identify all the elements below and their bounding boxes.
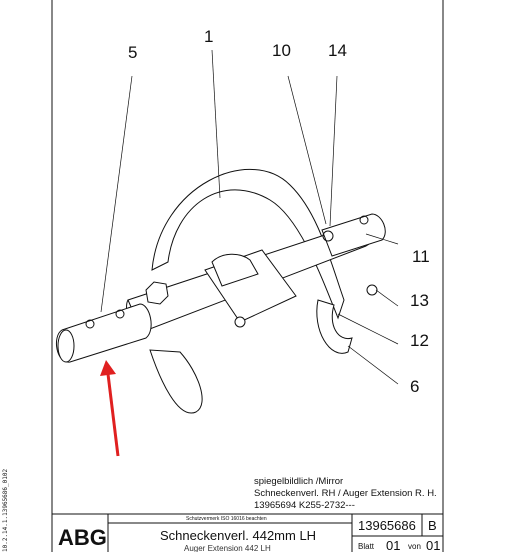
auger-extension-drawing [55,168,386,414]
clamp-top [211,253,259,287]
sheet-label: Blatt [358,542,375,551]
shaft-end-left [55,303,152,363]
part-number: 13965686 [358,518,416,533]
auger-flight [151,168,345,320]
leader-lines [100,49,399,385]
callout-5: 5 [128,43,137,62]
red-indicator-arrow [100,360,120,457]
shaft-end-face [57,329,75,363]
drawing-title-de: Schneckenverl. 442mm LH [160,528,316,543]
callout-11: 11 [412,247,430,266]
company-logo: ABG [58,525,107,550]
right-hole-2 [359,215,369,225]
drawing-frame [51,0,444,552]
auger-flight-lower [316,299,353,354]
callout-14: 14 [328,41,347,60]
revision-letter: B [428,518,437,533]
bolt-head-right [366,284,378,296]
of-label: von [408,542,421,551]
mirror-note-line-3: 13965694 K255-2732--- [254,500,355,511]
callout-1: 1 [204,27,213,46]
callout-10: 10 [272,41,291,60]
sheet-number: 01 [386,538,400,552]
shaft-end-right [321,213,386,257]
shaft-hole-2 [115,309,125,319]
sheet-total: 01 [426,538,440,552]
drawing-title-en: Auger Extension 442 LH [184,544,271,552]
mirror-note-line-1: spiegelbildlich /Mirror [254,476,343,487]
mirror-note-line-2: Schneckenverl. RH / Auger Extension R. H… [254,488,437,499]
callout-13: 13 [410,291,429,310]
protection-note: Schutzvermerk ISO 16016 beachten [186,516,267,522]
callout-12: 12 [410,331,429,350]
hex-nut [145,281,169,305]
title-block [52,513,443,552]
hanger-arm [149,349,203,414]
shaft-hole-1 [85,319,95,329]
callout-6: 6 [410,377,419,396]
right-hole-1 [322,230,334,242]
bolt-head-lower [234,316,246,328]
